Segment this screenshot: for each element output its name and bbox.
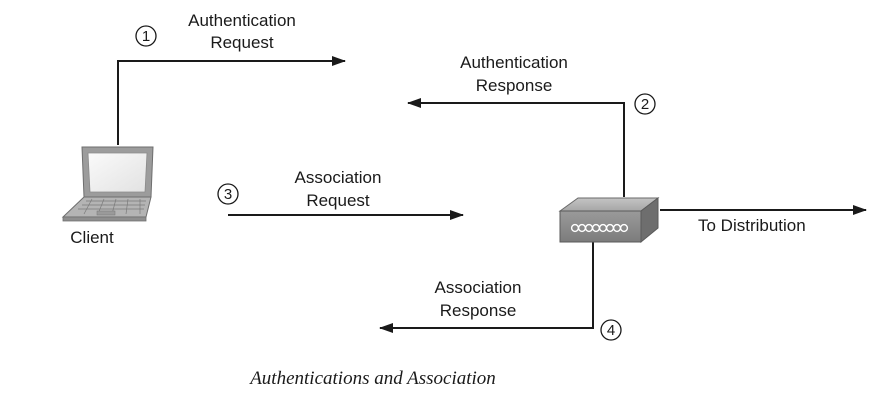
client-label: Client bbox=[70, 228, 114, 247]
step-2-circle bbox=[634, 93, 656, 115]
step-1-circle bbox=[135, 25, 157, 47]
step-3-association-request: 3 Association Request bbox=[217, 168, 464, 220]
step-2-number: 2 bbox=[641, 96, 649, 113]
laptop-icon bbox=[61, 146, 154, 222]
step-4-number: 4 bbox=[607, 322, 615, 339]
authentication-response-label-line1: Authentication bbox=[460, 53, 568, 72]
step-1-number: 1 bbox=[142, 28, 150, 45]
to-distribution-label: To Distribution bbox=[698, 216, 806, 235]
step-3-circle bbox=[217, 183, 239, 205]
authentication-request-label-line1: Authentication bbox=[188, 11, 296, 30]
figure-caption: Authentications and Association bbox=[248, 368, 496, 389]
distribution-link: To Distribution bbox=[660, 205, 867, 235]
step-3-number: 3 bbox=[224, 186, 232, 203]
step-4-association-response: 4 Association Response bbox=[379, 242, 622, 341]
access-point-icon bbox=[558, 196, 660, 244]
association-request-label-line1: Association bbox=[295, 168, 382, 187]
authentication-request-label-line2: Request bbox=[210, 33, 274, 52]
step-2-authentication-response: 2 Authentication Response bbox=[407, 53, 656, 197]
step-1-authentication-request: 1 Authentication Request bbox=[117, 11, 346, 145]
association-response-arrow bbox=[379, 242, 594, 333]
authentication-response-label-line2: Response bbox=[476, 76, 553, 95]
step-4-circle bbox=[600, 319, 622, 341]
authentication-response-arrow bbox=[407, 98, 625, 197]
association-response-label-line1: Association bbox=[435, 278, 522, 297]
association-request-label-line2: Request bbox=[306, 191, 370, 210]
authentication-request-arrow bbox=[117, 56, 346, 145]
association-response-label-line2: Response bbox=[440, 301, 517, 320]
